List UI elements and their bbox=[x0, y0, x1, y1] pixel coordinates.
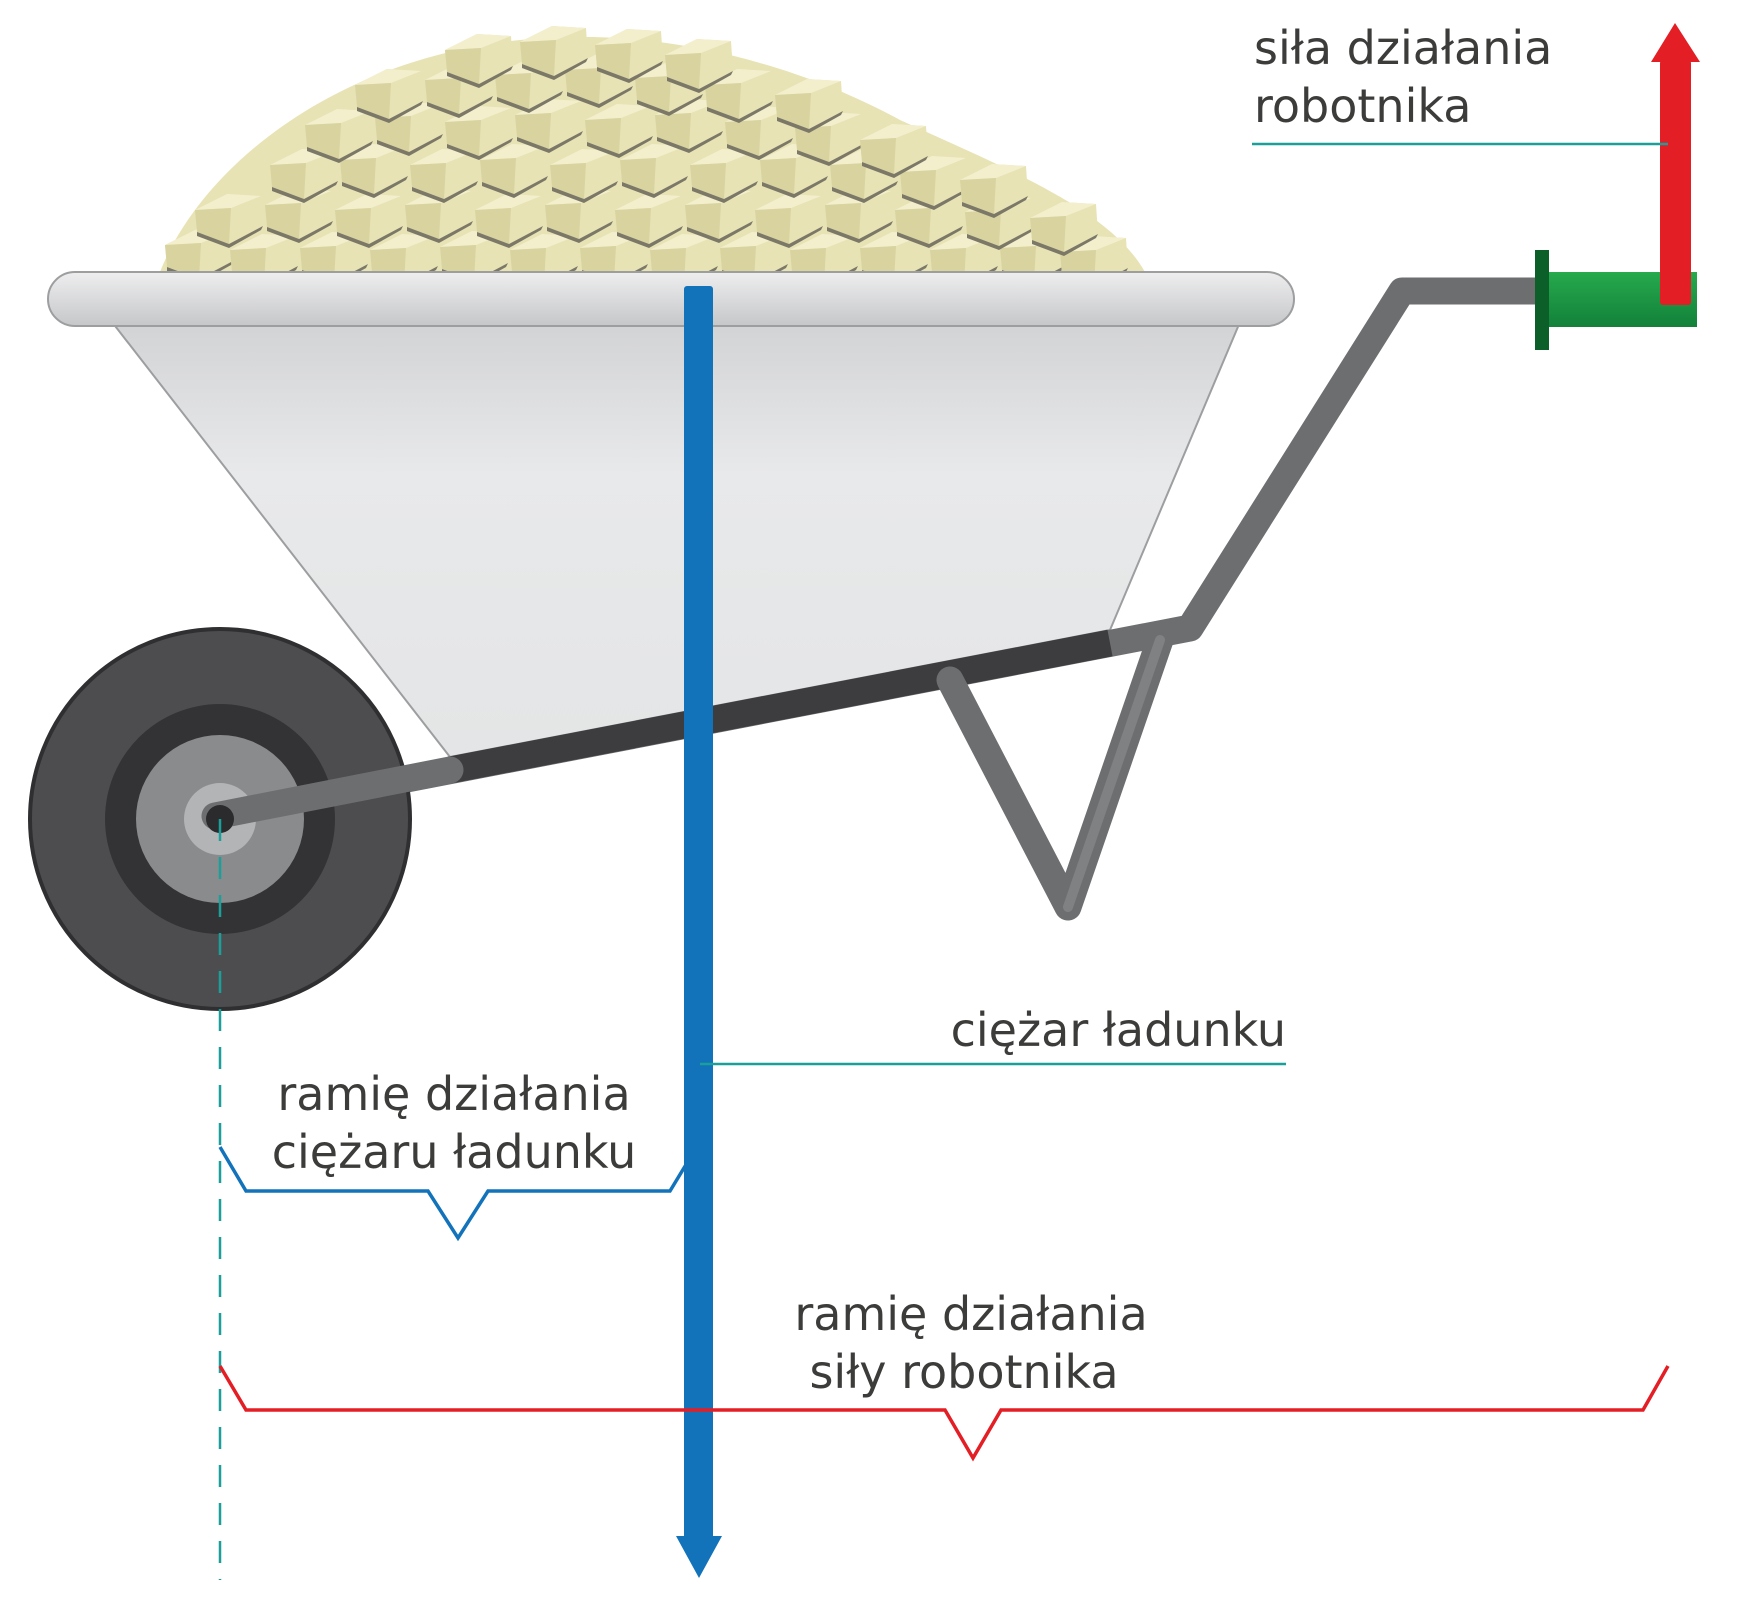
tray-rim bbox=[47, 271, 1295, 327]
worker-arm-label-line2: siły robotnika bbox=[809, 1345, 1118, 1399]
worker-force-label-line1: siła działania bbox=[1254, 21, 1552, 75]
worker-force-arrow bbox=[1651, 23, 1700, 305]
worker-arm-label-line1: ramię działania bbox=[794, 1287, 1147, 1341]
load-arm-brace bbox=[218, 1146, 692, 1242]
load-arm-label-line2: ciężaru ładunku bbox=[272, 1125, 637, 1179]
load-weight-label: ciężar ładunku bbox=[951, 1003, 1286, 1057]
load-weight-arrow bbox=[676, 286, 722, 1578]
worker-force-label-line2: robotnika bbox=[1254, 79, 1471, 133]
wheelbarrow-tray bbox=[47, 271, 1295, 759]
worker-arm-brace bbox=[218, 1365, 1670, 1462]
load-arm-label-line1: ramię działania bbox=[277, 1067, 630, 1121]
stone-load bbox=[160, 26, 1145, 290]
